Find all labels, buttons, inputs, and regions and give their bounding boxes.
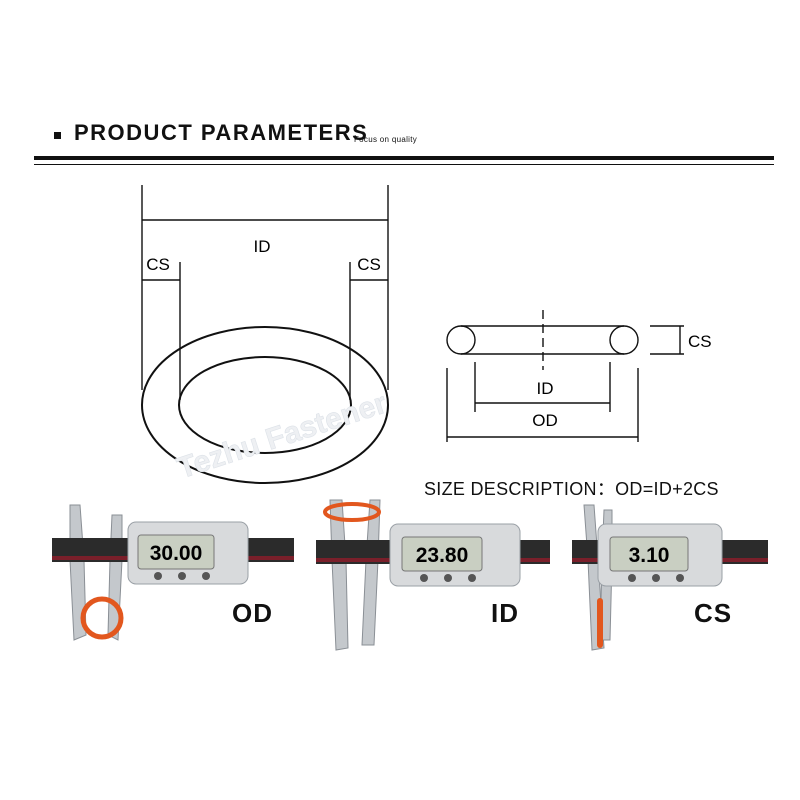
caliper-button [628,574,636,582]
caliper-button [652,574,660,582]
oring-photo [323,502,381,522]
caliper-button [444,574,452,582]
caliper-cs-photo [572,504,768,651]
size-description: SIZE DESCRIPTION：OD=ID+2CS [424,479,719,499]
caliper-od-photo [52,504,294,641]
caliper-lcd [609,536,689,572]
caliper-label-cs: CS [694,598,733,628]
section-circle-right [609,325,639,355]
caliper-button [154,572,162,580]
caliper-button [202,572,210,580]
caliper-lcd [137,534,215,570]
section-label-id: ID [537,379,554,398]
section-circle-left [446,325,476,355]
caliper-lcd [401,536,483,572]
caliper-button [676,574,684,582]
caliper-button [420,574,428,582]
lcd-reading-cs: 3.10 [629,544,670,567]
page-title: PRODUCT PARAMETERS [74,120,369,145]
caliper-jaw [329,499,349,651]
caliper-button [178,572,186,580]
label-cs-right: CS [357,255,381,274]
oring-photo [80,596,124,640]
header-bullet [54,132,61,139]
oring-outer-edge [141,326,389,484]
caliper-jaw [361,499,381,646]
lcd-reading-od: 30.00 [150,542,203,565]
caliper-button [468,574,476,582]
watermark: Tezhu Fastener [173,387,391,486]
lcd-reading-id: 23.80 [416,544,469,567]
header-rule-thin [34,164,774,165]
section-label-cs: CS [688,332,712,351]
caliper-label-od: OD [232,598,273,628]
label-cs-left: CS [146,255,170,274]
oring-inner-edge [178,356,352,454]
header-rule [34,156,774,160]
caliper-label-id: ID [491,598,519,628]
page-tagline: Focus on quality [354,135,418,144]
caliper-id-photo [316,499,550,651]
oring-photo [597,598,603,648]
section-label-od: OD [532,411,558,430]
section-header: PRODUCT PARAMETERS Focus on quality [34,110,774,170]
label-id: ID [254,237,271,256]
